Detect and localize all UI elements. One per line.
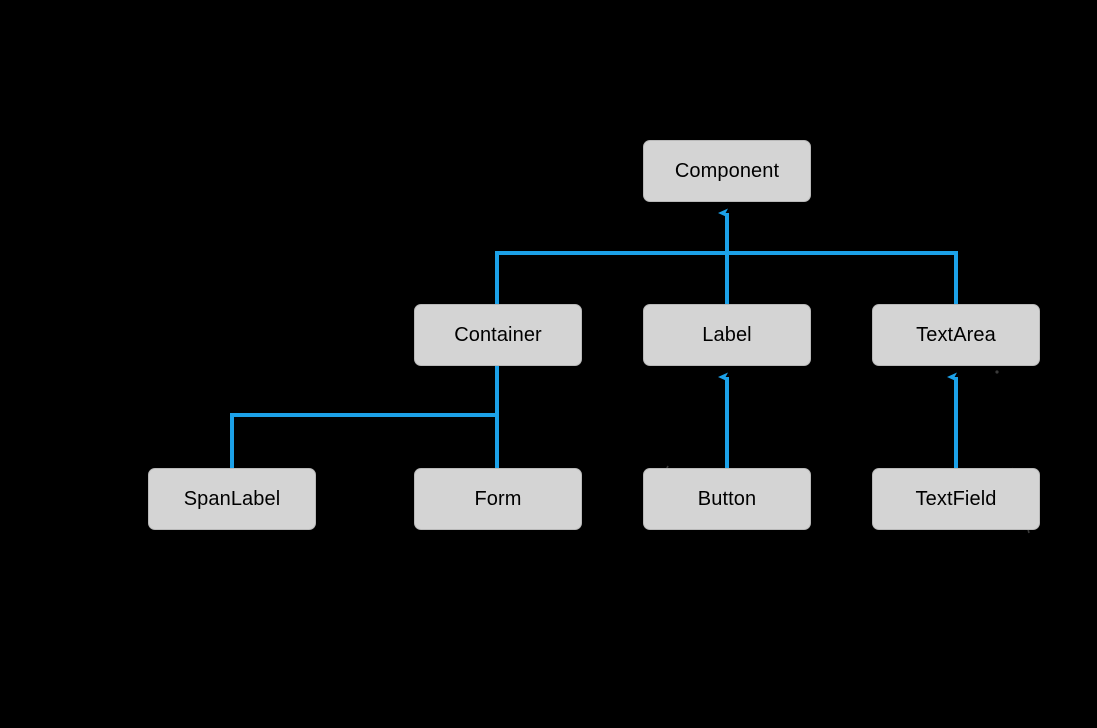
node-textfield-label: TextField [915, 488, 997, 510]
node-container-label: Container [454, 324, 542, 346]
node-button-label: Button [697, 488, 757, 510]
node-textarea-label: TextArea [916, 324, 996, 346]
node-spanlabel-label: SpanLabel [183, 488, 281, 510]
node-form-label: Form [474, 488, 522, 510]
node-component[interactable]: Component [643, 140, 811, 202]
node-container[interactable]: Container [414, 304, 582, 366]
node-component-label: Component [674, 160, 780, 182]
node-textarea[interactable]: TextArea [872, 304, 1040, 366]
node-form[interactable]: Form [414, 468, 582, 530]
node-label-label: Label [702, 324, 752, 346]
node-label[interactable]: Label [643, 304, 811, 366]
node-spanlabel[interactable]: SpanLabel [148, 468, 316, 530]
node-textfield[interactable]: TextField [872, 468, 1040, 530]
node-button[interactable]: Button [643, 468, 811, 530]
